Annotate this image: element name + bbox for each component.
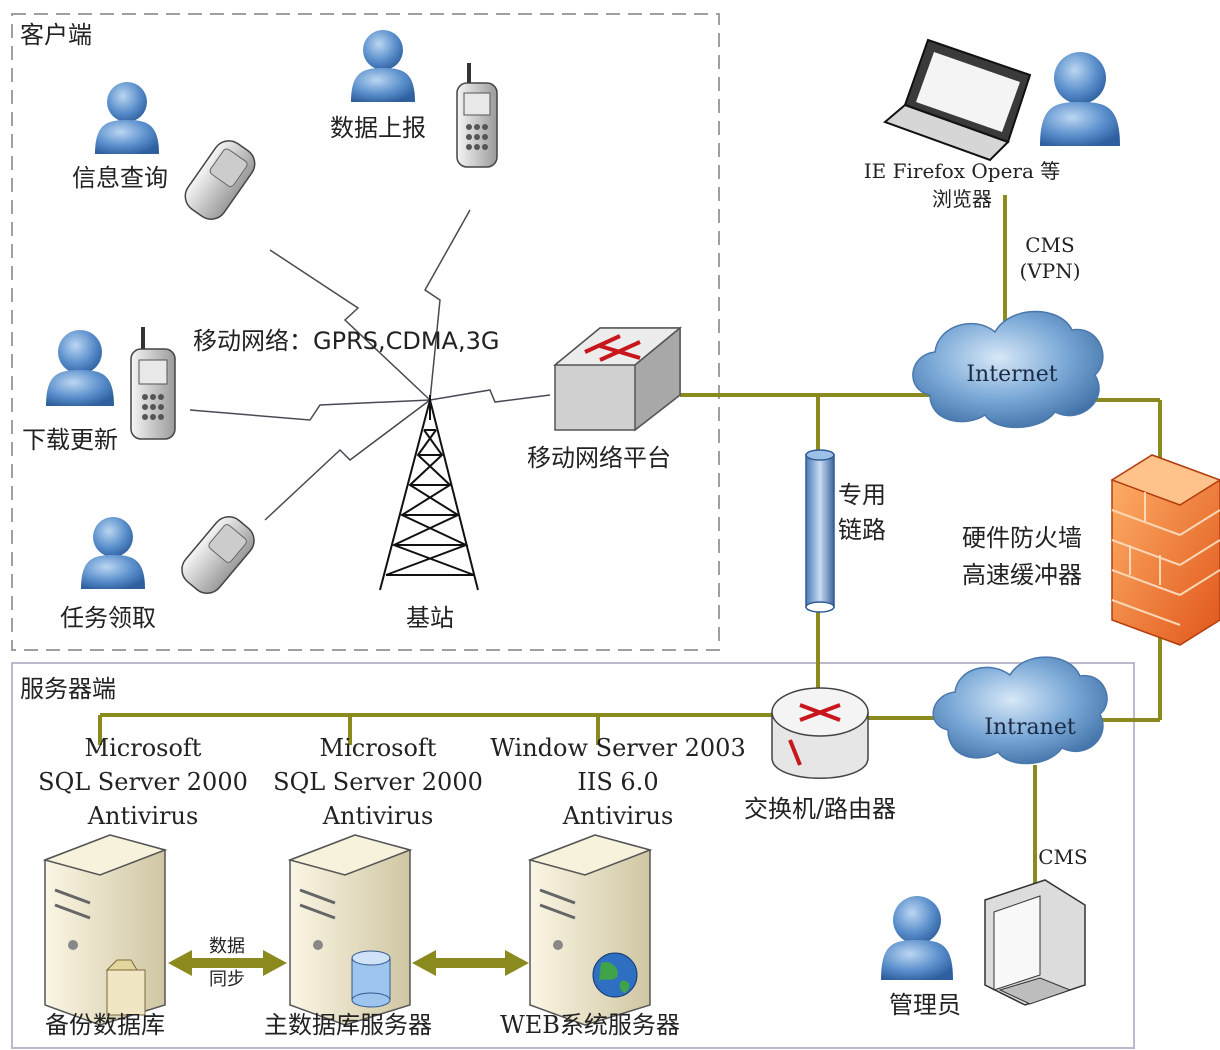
person-icon-query: [95, 82, 159, 154]
person-icon-browser-user: [1040, 52, 1120, 146]
browser-label-line1: IE Firefox Opera 等: [863, 159, 1061, 183]
server-backup-line3: Antivirus: [87, 802, 199, 830]
laptop-icon: [883, 38, 1032, 162]
server-icon-web: [527, 834, 653, 1026]
client-region-frame: [11, 13, 720, 651]
server-main-line3: Antivirus: [322, 802, 434, 830]
firewall-icon: [1110, 454, 1220, 646]
server-region-frame: [11, 662, 1135, 1049]
server-region-title: 服务器端: [20, 675, 116, 703]
server-backup-line1: Microsoft: [84, 734, 202, 762]
firewall-label-line2: 高速缓冲器: [962, 561, 1082, 589]
data-sync-label-line2: 同步: [209, 969, 245, 990]
person-icon-update: [46, 330, 114, 406]
client-label-task: 任务领取: [60, 604, 156, 632]
monitor-icon-admin: [984, 879, 1086, 1006]
flip-phone-icon-query: [184, 140, 256, 220]
dedicated-link-label-line2: 链路: [838, 516, 886, 544]
server-web-line1: Window Server 2003: [490, 734, 746, 762]
cms-vpn-line1: CMS: [1025, 233, 1075, 257]
internet-label: Internet: [966, 362, 1058, 387]
base-station-label: 基站: [406, 604, 454, 632]
person-icon-admin: [881, 896, 953, 980]
client-label-report: 数据上报: [330, 114, 426, 142]
cell-phone-icon-update: [130, 327, 176, 440]
person-icon-report: [351, 30, 415, 102]
globe-icon: [592, 952, 638, 998]
router-icon: [771, 687, 869, 779]
cell-phone-icon-report: [456, 63, 498, 168]
client-label-query: 信息查询: [72, 164, 168, 192]
server-main-line2: SQL Server 2000: [273, 768, 483, 796]
client-region-title: 客户端: [20, 21, 92, 49]
cms-admin-label: CMS: [1038, 845, 1088, 869]
db-web-link-arrow: [412, 950, 529, 976]
server-web-line2: IIS 6.0: [577, 768, 659, 796]
server-main-name: 主数据库服务器: [264, 1011, 432, 1039]
server-web-line3: Antivirus: [562, 802, 674, 830]
admin-label: 管理员: [889, 991, 961, 1019]
internet-cloud-icon: [912, 310, 1104, 429]
database-icon: [351, 950, 391, 1008]
firewall-label-line1: 硬件防火墙: [962, 524, 1082, 552]
dedicated-link-label-line1: 专用: [838, 481, 886, 509]
cms-vpn-line2: (VPN): [1019, 259, 1081, 283]
server-backup-name: 备份数据库: [45, 1011, 165, 1039]
person-icon-task: [81, 517, 145, 589]
switch-router-label: 交换机/路由器: [743, 795, 897, 823]
browser-label-line2: 浏览器: [932, 187, 992, 211]
mobile-platform-label: 移动网络平台: [527, 444, 671, 472]
data-sync-arrow: [168, 950, 287, 976]
switch-icon-mobile-platform: [552, 326, 683, 432]
server-icon-backup: [42, 834, 168, 1026]
network-links: [98, 195, 1162, 905]
base-station-tower: [379, 395, 479, 591]
wireless-links: [189, 209, 551, 521]
mobile-network-label: 移动网络：GPRS,CDMA,3G: [193, 327, 500, 355]
intranet-cloud-icon: [932, 656, 1108, 765]
client-label-update: 下载更新: [22, 426, 118, 454]
server-icon-main-db: [287, 834, 413, 1026]
flip-phone-icon-task: [181, 516, 255, 594]
folder-icon: [105, 959, 146, 1016]
server-main-line1: Microsoft: [319, 734, 437, 762]
dedicated-link-tube-icon: [805, 449, 835, 613]
server-backup-line2: SQL Server 2000: [38, 768, 248, 796]
intranet-label: Intranet: [984, 715, 1076, 740]
data-sync-label-line1: 数据: [209, 936, 245, 957]
server-web-name: WEB系统服务器: [500, 1011, 680, 1039]
